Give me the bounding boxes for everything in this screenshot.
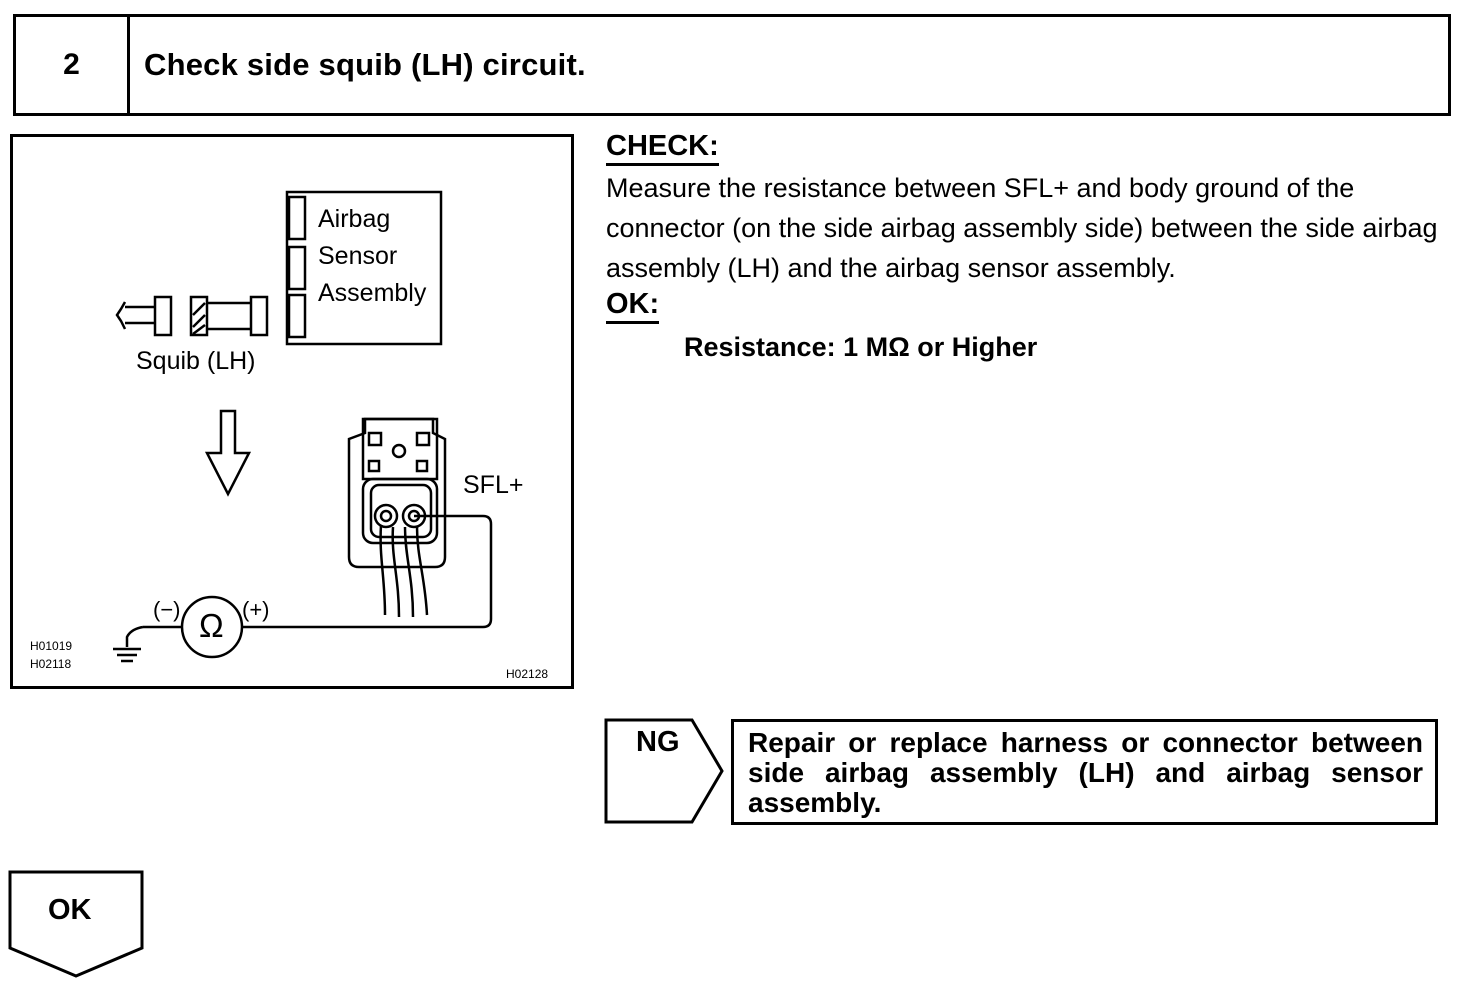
step-header: 2 Check side squib (LH) circuit. <box>13 14 1451 116</box>
figure-code-2: H02118 <box>30 657 72 671</box>
check-heading: CHECK: <box>606 130 719 166</box>
label-sensor: Sensor <box>318 242 398 270</box>
step-title: Check side squib (LH) circuit. <box>144 47 586 82</box>
squib-connector-left <box>153 295 173 337</box>
ng-branch-arrow: NG <box>604 718 728 831</box>
sensor-terminal-1 <box>287 195 307 241</box>
circuit-diagram: Airbag Sensor Assembly Squib (LH) SFL+ (… <box>10 134 574 689</box>
check-text: Measure the resistance between SFL+ and … <box>606 173 1438 283</box>
ohm-symbol: Ω <box>199 607 224 644</box>
ng-label: NG <box>636 726 680 758</box>
label-airbag: Airbag <box>318 205 391 233</box>
squib-wire-end <box>115 301 127 330</box>
check-block: CHECK: Measure the resistance between SF… <box>606 130 1452 363</box>
down-arrow <box>204 409 252 497</box>
ok-branch-arrow: OK <box>8 870 148 985</box>
circuit-diagram-drawing <box>113 190 493 663</box>
connector-housing <box>347 417 447 569</box>
label-assembly: Assembly <box>318 279 427 307</box>
squib-connector-right <box>249 295 269 337</box>
ok-heading: OK: <box>606 288 660 324</box>
airbag-sensor-box <box>285 190 443 346</box>
figure-code-3: H02128 <box>506 667 549 681</box>
ok-spec: Resistance: 1 MΩ or Higher <box>684 332 1038 362</box>
sensor-terminal-3 <box>287 293 307 339</box>
figure-code-1: H01019 <box>30 639 73 653</box>
sensor-terminal-2 <box>287 245 307 291</box>
label-sfl-plus: SFL+ <box>463 471 524 499</box>
ok-label: OK <box>48 894 92 926</box>
label-plus: (+) <box>242 597 270 622</box>
squib-connector-hatched <box>189 295 209 337</box>
label-squib: Squib (LH) <box>136 347 256 375</box>
label-minus: (−) <box>153 597 181 622</box>
ng-action: Repair or replace harness or connector b… <box>731 719 1438 825</box>
step-number: 2 <box>16 17 130 113</box>
